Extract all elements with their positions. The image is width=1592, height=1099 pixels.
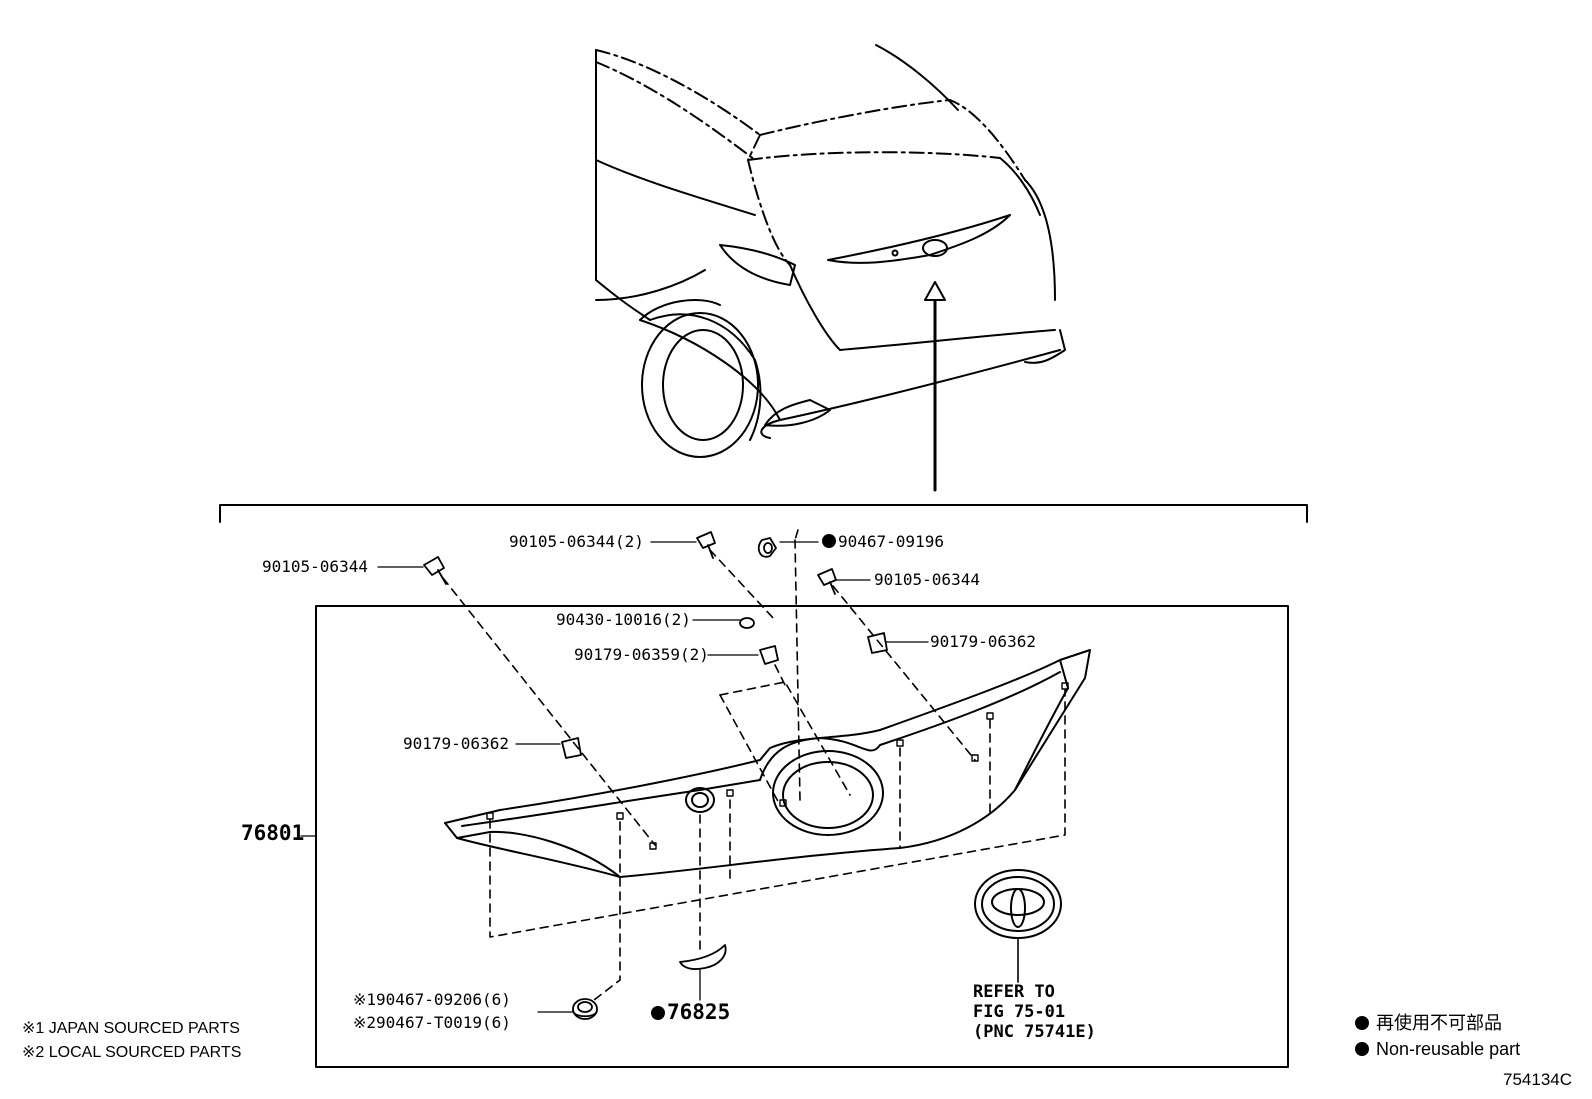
callout-90467-09206[interactable]: ※190467-09206(6) xyxy=(353,990,511,1009)
legend-jp-text: 再使用不可部品 xyxy=(1376,1013,1503,1033)
gasket-icon xyxy=(679,944,727,970)
legend-en: Non-reusable part xyxy=(1355,1039,1520,1059)
legend-dot-icon xyxy=(1355,1042,1369,1056)
clip-nut-icon xyxy=(561,737,582,759)
callout-90105-06344-2[interactable]: 90105-06344(2) xyxy=(509,532,644,551)
legend-en-text: Non-reusable part xyxy=(1376,1039,1521,1059)
assembly-bracket xyxy=(219,504,1308,523)
garnish-panel xyxy=(444,649,1091,878)
screw-icon xyxy=(817,568,837,595)
note-japan-sourced: ※1 JAPAN SOURCED PARTS xyxy=(22,1020,240,1037)
grommet-icon xyxy=(572,998,598,1020)
reference-text-line2[interactable]: FIG 75-01 xyxy=(973,1002,1066,1022)
callout-90179-06362-left[interactable]: 90179-06362 xyxy=(403,734,509,753)
clip-nut-icon xyxy=(759,645,779,665)
nut-icon xyxy=(757,537,777,558)
clip-holes xyxy=(486,682,1069,850)
washer-icon xyxy=(739,617,755,629)
reference-text-line3: (PNC 75741E) xyxy=(973,1022,1096,1042)
callout-76825[interactable]: 76825 xyxy=(651,1000,731,1024)
note-local-sourced: ※2 LOCAL SOURCED PARTS xyxy=(22,1044,242,1061)
toyota-emblem-icon xyxy=(974,869,1062,983)
callout-90105-06344-right[interactable]: 90105-06344 xyxy=(874,570,980,589)
clip-nut-icon xyxy=(867,632,888,654)
callout-90467-09196[interactable]: 90467-09196 xyxy=(822,533,944,551)
legend-jp: 再使用不可部品 xyxy=(1355,1013,1502,1033)
non-reusable-dot-icon xyxy=(651,1006,665,1020)
callout-90467-09196-text: 90467-09196 xyxy=(838,532,944,551)
non-reusable-dot-icon xyxy=(822,534,836,548)
callout-90105-06344-left[interactable]: 90105-06344 xyxy=(262,557,368,576)
callout-90179-06362-right[interactable]: 90179-06362 xyxy=(930,632,1036,651)
reference-text-line1: REFER TO xyxy=(973,982,1055,1002)
screw-icon xyxy=(423,556,447,585)
callout-90179-06359[interactable]: 90179-06359(2) xyxy=(574,645,709,664)
figure-code: 754134C xyxy=(1503,1070,1573,1089)
callout-90430-10016[interactable]: 90430-10016(2) xyxy=(556,610,691,629)
legend-dot-icon xyxy=(1355,1016,1369,1030)
screw-icon xyxy=(696,531,716,559)
fastener-guide-lines xyxy=(442,529,1066,1001)
leader-lines xyxy=(300,541,929,1013)
callout-76825-text: 76825 xyxy=(667,1000,731,1024)
callout-76801[interactable]: 76801 xyxy=(241,821,305,845)
callout-90467-T0019[interactable]: ※290467-T0019(6) xyxy=(353,1013,511,1032)
vehicle-rear-illustration xyxy=(595,44,1066,458)
